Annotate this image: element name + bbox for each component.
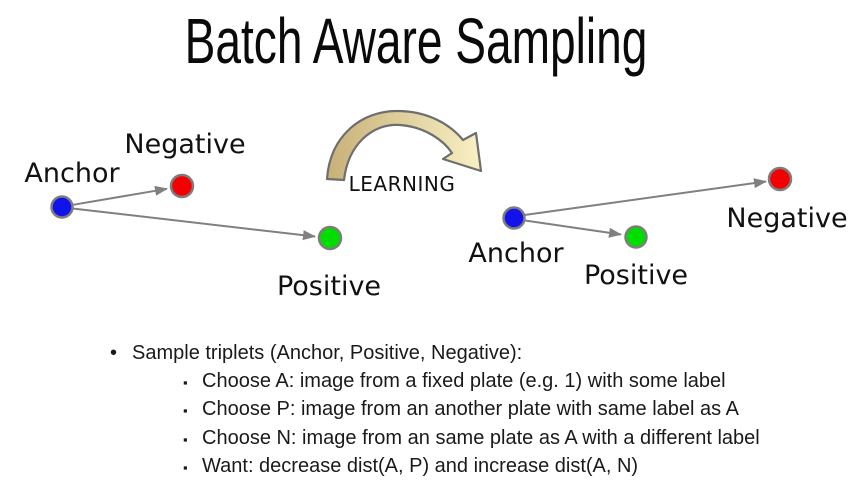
list-item: ▪ Want: decrease dist(A, P) and increase… xyxy=(183,453,760,482)
negative-label: Negative xyxy=(124,129,245,160)
anchor-label: Anchor xyxy=(24,158,120,189)
negative-label: Negative xyxy=(726,203,847,234)
bullet-square-icon: ▪ xyxy=(183,431,188,447)
bullet-text: Want: decrease dist(A, P) and increase d… xyxy=(202,455,639,477)
positive-node xyxy=(317,225,343,251)
anchor-positive-arrow xyxy=(524,219,622,238)
anchor-label: Anchor xyxy=(468,238,564,269)
triplet-after: Anchor Positive Negative xyxy=(468,166,848,291)
positive-node xyxy=(624,225,648,249)
positive-label: Positive xyxy=(277,271,381,302)
bullet-dot-icon: • xyxy=(110,342,118,364)
negative-node xyxy=(767,166,793,192)
anchor-node xyxy=(502,206,526,230)
triplet-diagram: Anchor Negative Positive LEARNING Anchor… xyxy=(24,109,848,302)
list-item: ▪ Choose A: image from a fixed plate (e.… xyxy=(183,368,760,397)
anchor-positive-arrow xyxy=(72,207,316,241)
list-item: ▪ Choose P: image from an another plate … xyxy=(183,396,760,425)
bullet-text: Choose A: image from a fixed plate (e.g.… xyxy=(202,369,726,392)
bullet-text: Choose N: image from an same plate as A … xyxy=(202,426,760,449)
bullet-list: • Sample triplets (Anchor, Positive, Neg… xyxy=(110,340,760,482)
list-item: ▪ Choose N: image from an same plate as … xyxy=(183,425,760,454)
bullet-square-icon: ▪ xyxy=(183,460,188,475)
negative-node xyxy=(169,173,195,199)
learning-arrow: LEARNING xyxy=(325,109,483,196)
anchor-node xyxy=(50,195,74,219)
anchor-negative-arrow xyxy=(524,178,767,216)
triplet-before: Anchor Negative Positive xyxy=(24,129,381,302)
bullet-text: Choose P: image from an another plate wi… xyxy=(202,398,739,420)
bullet-text: Sample triplets (Anchor, Positive, Negat… xyxy=(132,342,523,364)
positive-label: Positive xyxy=(584,260,688,291)
list-item: • Sample triplets (Anchor, Positive, Neg… xyxy=(110,340,760,368)
page-title: Batch Aware Sampling xyxy=(184,5,648,77)
anchor-negative-arrow xyxy=(72,185,168,206)
curved-arrow-icon xyxy=(325,109,483,182)
bullet-square-icon: ▪ xyxy=(183,374,188,390)
bullet-square-icon: ▪ xyxy=(183,403,188,418)
learning-label: LEARNING xyxy=(349,172,456,196)
